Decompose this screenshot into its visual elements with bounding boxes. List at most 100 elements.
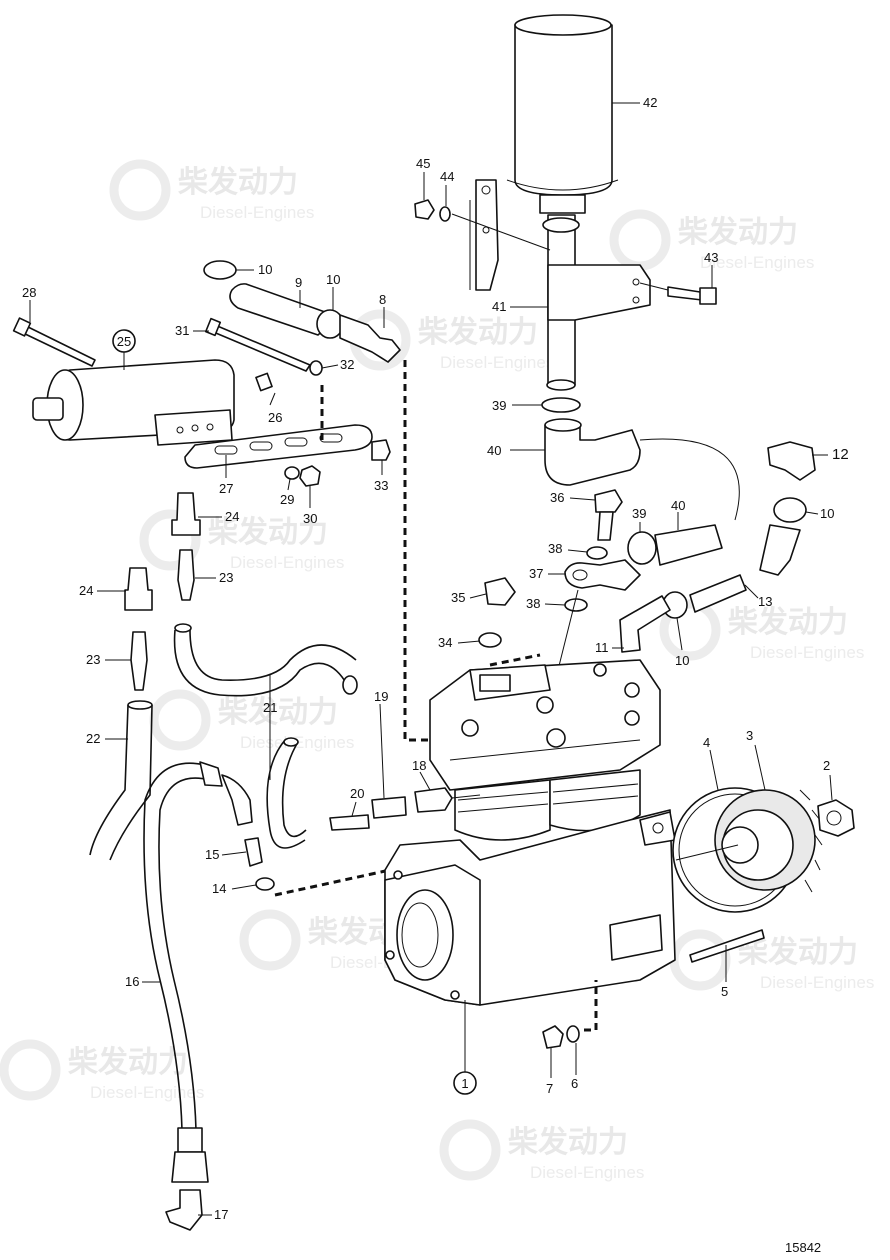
hose-21-outer [173, 629, 351, 697]
callout-39b: 39 [632, 506, 646, 521]
screw-26 [255, 372, 273, 392]
leader-line [676, 617, 683, 651]
callout-45: 45 [416, 156, 430, 171]
bolt-43-head [699, 287, 717, 305]
pipe-16-outer [143, 762, 206, 1131]
bolt-31-head [204, 317, 222, 337]
bracket-slot [214, 445, 238, 455]
callout-19: 19 [374, 689, 388, 704]
air-filter-canister-top [514, 14, 612, 36]
hose-21-end [174, 623, 192, 633]
drawing-number: 15842 [785, 1240, 821, 1255]
nut-45 [414, 199, 435, 220]
callout-circle [453, 1071, 477, 1095]
routing-dashed [403, 360, 440, 742]
bracket-slot [319, 433, 343, 443]
pipe-16-nut [199, 761, 223, 787]
routing-dashed [489, 653, 541, 667]
flange-bolt [385, 950, 395, 960]
callout-10b: 10 [326, 272, 340, 287]
callout-35: 35 [451, 590, 465, 605]
air-filter-rim [506, 179, 619, 191]
watermark: 柴发动力 Diesel-Engines [139, 509, 344, 572]
callout-44: 44 [440, 169, 454, 184]
fitting-24a [171, 492, 201, 536]
mounting-strap [475, 179, 499, 291]
watermark: 柴发动力 Diesel-Engines [439, 1119, 644, 1182]
callout-6: 6 [571, 1076, 578, 1091]
watermark-brand: 柴发动力 [508, 1125, 628, 1160]
watermark-sub: Diesel-Engines [760, 973, 874, 992]
callout-27: 27 [219, 481, 233, 496]
leader-line [457, 640, 481, 644]
washer-34 [478, 632, 502, 648]
elbow-fitting-8 [339, 314, 401, 363]
hose-21-inner [189, 629, 357, 681]
fitting-18 [414, 787, 453, 813]
pipe-16-nut-lower [171, 1151, 209, 1183]
watermark-logo-icon [439, 1119, 501, 1181]
banjo-37 [564, 559, 641, 591]
callout-3: 3 [746, 728, 753, 743]
cylinder-fin [552, 795, 639, 805]
callout-10a: 10 [258, 262, 272, 277]
elbow-hose-40-end [544, 418, 582, 432]
watermark: 柴发动力 Diesel-Engines [149, 689, 354, 752]
elbow-hose-40 [544, 424, 641, 486]
stud-5 [689, 929, 765, 963]
nut-30 [299, 465, 321, 487]
bracket-slot [249, 441, 273, 451]
callout-34: 34 [438, 635, 452, 650]
hose-40b [654, 524, 723, 566]
elbow-17 [165, 1189, 203, 1231]
callout-38b: 38 [526, 596, 540, 611]
leader-line [569, 497, 596, 501]
washer-29 [284, 466, 300, 480]
hose-21-lower-inner [281, 741, 307, 838]
callout-41: 41 [492, 299, 506, 314]
hose-short [759, 524, 801, 576]
washer-6 [566, 1025, 580, 1043]
hose-clamp-10 [203, 260, 237, 280]
leader-line [379, 703, 385, 799]
crankcase-plate [609, 914, 663, 961]
watermark-logo-icon [139, 509, 201, 571]
leader-line [805, 511, 819, 515]
fitting-19 [371, 796, 407, 819]
callout-1: 1 [461, 1076, 468, 1091]
callout-16: 16 [125, 974, 139, 989]
leader-line [829, 774, 833, 801]
nut-2 [817, 799, 855, 837]
flange-bolt [450, 990, 460, 1000]
hose-clamp-39 [541, 397, 581, 413]
pipe-22-end [127, 700, 153, 710]
intake-pipe-end [546, 379, 576, 391]
callout-2: 2 [823, 758, 830, 773]
mounting-bracket-27 [184, 424, 373, 469]
callout-24a: 24 [225, 509, 239, 524]
leader-line [321, 364, 339, 369]
hose-21-end [342, 675, 358, 695]
callout-30: 30 [303, 511, 317, 526]
hose-21-end [283, 737, 299, 747]
pipe-16-bend [221, 774, 253, 826]
compressor-assembly [329, 659, 676, 1072]
elbow-fitting-12 [767, 441, 816, 481]
watermark-sub: Diesel-Engines [750, 643, 864, 662]
leader-line [754, 744, 766, 791]
callout-24b: 24 [79, 583, 93, 598]
callout-15: 15 [205, 847, 219, 862]
leader-line [675, 844, 739, 861]
callout-layer: 1 2 3 4 5 6 7 8 9 10 10 10 10 [22, 95, 849, 1222]
fitting-24b [124, 567, 153, 611]
callout-8: 8 [379, 292, 386, 307]
flange-bolt [393, 870, 403, 880]
watermark: 柴发动力 Diesel-Engines [0, 1039, 204, 1102]
gear-teeth [799, 789, 823, 893]
drive-assembly [542, 787, 855, 1049]
pipe-assembly-left [89, 492, 391, 1231]
watermark-brand: 柴发动力 [178, 165, 298, 200]
leader-line [221, 851, 247, 856]
washer-38a [586, 546, 608, 560]
